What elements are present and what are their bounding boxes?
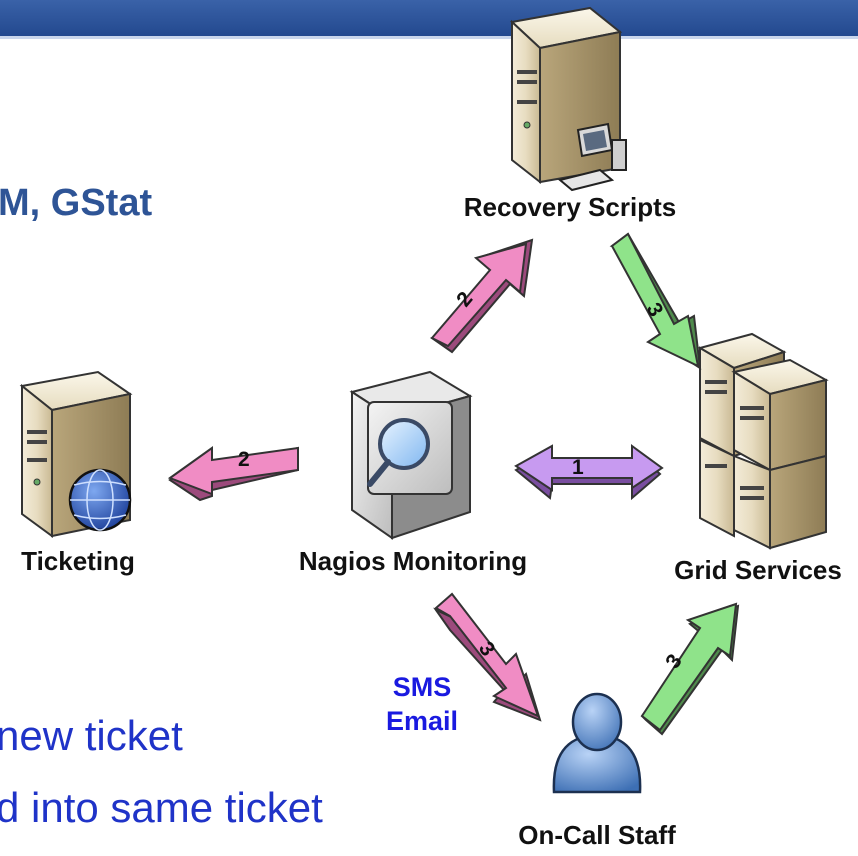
arrow-oncall-to-grid: 3 [640, 602, 740, 736]
slide-bullet-1: new ticket [0, 712, 183, 759]
globe-icon [68, 468, 132, 532]
title-banner [0, 0, 858, 36]
notification-channels: SMS Email [386, 670, 458, 738]
grid-servers-icon [697, 332, 829, 550]
arrow-nagios-to-ticketing-label: 2 [238, 448, 250, 471]
arrow-nagios-grid-label: 1 [572, 456, 584, 479]
arrow-recovery-to-grid: 3 [609, 232, 702, 370]
magnifier-icon [367, 401, 453, 495]
arrow-nagios-to-ticketing: 2 [167, 446, 299, 502]
slide-heading-fragment: M, GStat [0, 182, 153, 224]
sms-label: SMS [392, 672, 452, 702]
person-icon [552, 692, 642, 794]
email-label: Email [385, 706, 459, 736]
slide-bullet-2: d into same ticket [0, 784, 323, 831]
recovery-scripts-label: Recovery Scripts [463, 192, 677, 222]
title-banner-rule [0, 36, 858, 39]
nagios-monitoring-label: Nagios Monitoring [298, 546, 528, 576]
ticketing-label: Ticketing [21, 546, 135, 576]
arrow-nagios-to-recovery: 2 [430, 238, 534, 354]
on-call-staff-label: On-Call Staff [518, 820, 676, 850]
arrow-nagios-grid: 1 [514, 444, 664, 501]
arrow-nagios-to-oncall: 3 [433, 592, 542, 722]
recovery-server-icon [509, 6, 627, 192]
grid-services-label: Grid Services [674, 555, 842, 585]
